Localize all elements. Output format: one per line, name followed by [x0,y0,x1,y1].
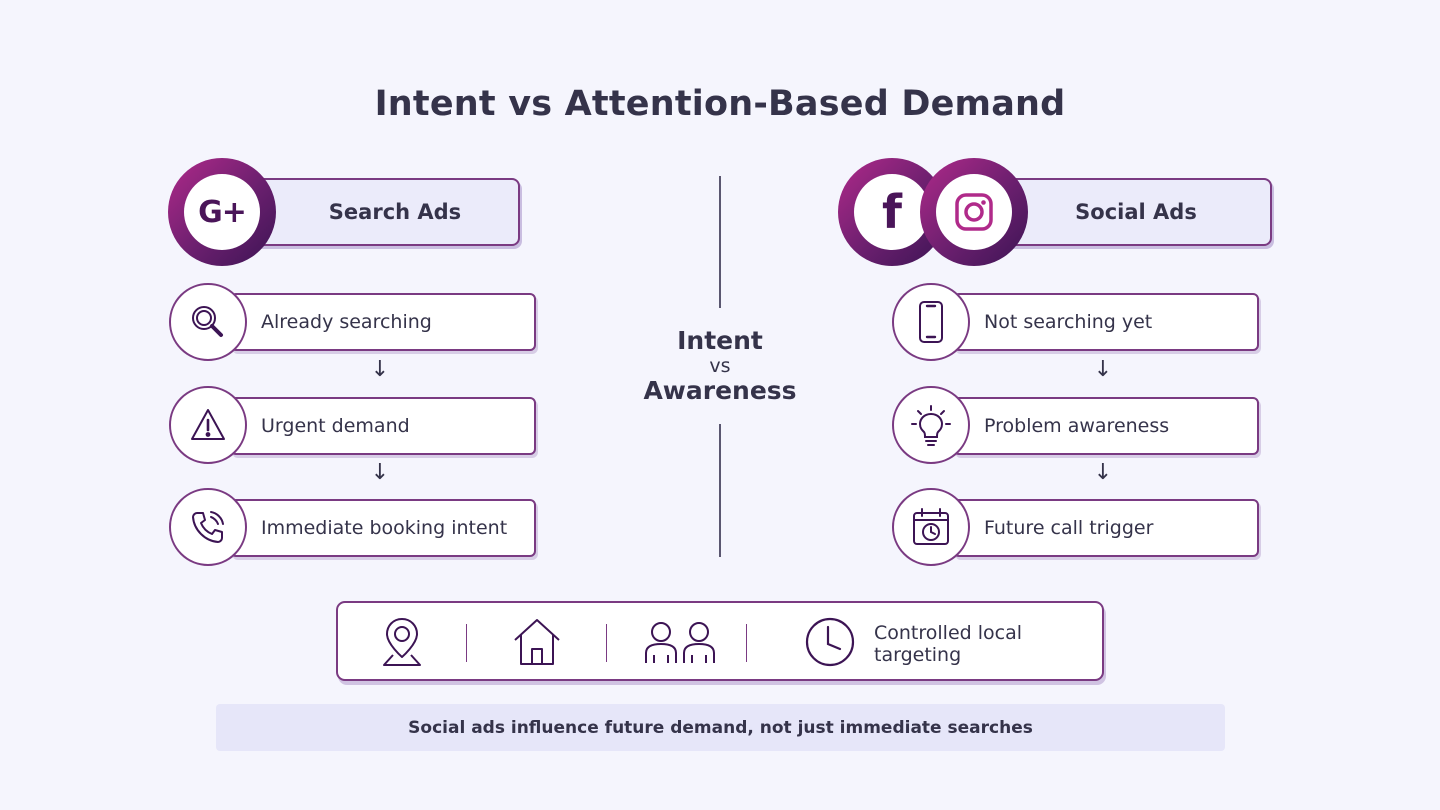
footer-text: Social ads influence future demand, not … [408,717,1033,738]
center-awareness: Awareness [643,376,797,405]
arrow-down: ↓ [370,460,390,485]
warning-icon-circle [169,386,247,464]
lightbulb-icon-circle [892,386,970,464]
social-ads-label: Social Ads [1075,200,1197,224]
search-step-2: Urgent demand [230,397,536,455]
lightbulb-icon [911,405,951,446]
calendar-clock-icon [913,508,949,545]
instagram-icon [955,193,993,231]
social-step-1: Not searching yet [953,293,1259,351]
smartphone-icon-circle [892,283,970,361]
magnifier-icon [192,306,223,337]
calendar-clock-icon-circle [892,488,970,566]
intent-vs-awareness: Intent vs Awareness [620,326,820,406]
step-label: Not searching yet [984,311,1153,333]
search-step-1: Already searching [230,293,536,351]
google-plus-logo: G+ [168,158,276,266]
clock-icon [805,617,855,667]
house-icon [514,619,560,665]
separator [466,624,467,662]
magnifier-icon-circle [169,283,247,361]
separator [746,624,747,662]
footer-note: Social ads influence future demand, not … [216,704,1225,751]
center-intent: Intent [677,326,763,355]
people-icon [645,622,715,663]
phone-call-icon-circle [169,488,247,566]
divider-top [719,176,721,308]
arrow-down: ↓ [1093,357,1113,382]
targeting-bar: Controlled local targeting [336,601,1104,681]
separator [606,624,607,662]
google-plus-icon: G+ [198,194,247,230]
center-vs: vs [709,355,731,377]
page-title: Intent vs Attention-Based Demand [374,84,1066,124]
arrow-down: ↓ [1093,460,1113,485]
step-label: Urgent demand [261,415,410,437]
search-ads-header: Search Ads [236,178,520,246]
search-ads-label: Search Ads [328,200,462,224]
location-pin-icon [383,618,421,666]
social-step-2: Problem awareness [953,397,1259,455]
arrow-down: ↓ [370,357,390,382]
search-step-3: Immediate booking intent [230,499,536,557]
phone-call-icon [192,511,224,543]
targeting-label: Controlled local targeting [874,622,1023,666]
step-label: Immediate booking intent [261,517,508,539]
facebook-icon: f [881,185,902,239]
divider-bottom [719,424,721,557]
social-step-3: Future call trigger [953,499,1259,557]
step-label: Problem awareness [984,415,1170,437]
step-label: Already searching [261,311,432,333]
instagram-logo [920,158,1028,266]
smartphone-icon [919,301,943,343]
step-label: Future call trigger [984,517,1154,539]
warning-icon [191,409,225,440]
social-ads-header: Social Ads [990,178,1272,246]
